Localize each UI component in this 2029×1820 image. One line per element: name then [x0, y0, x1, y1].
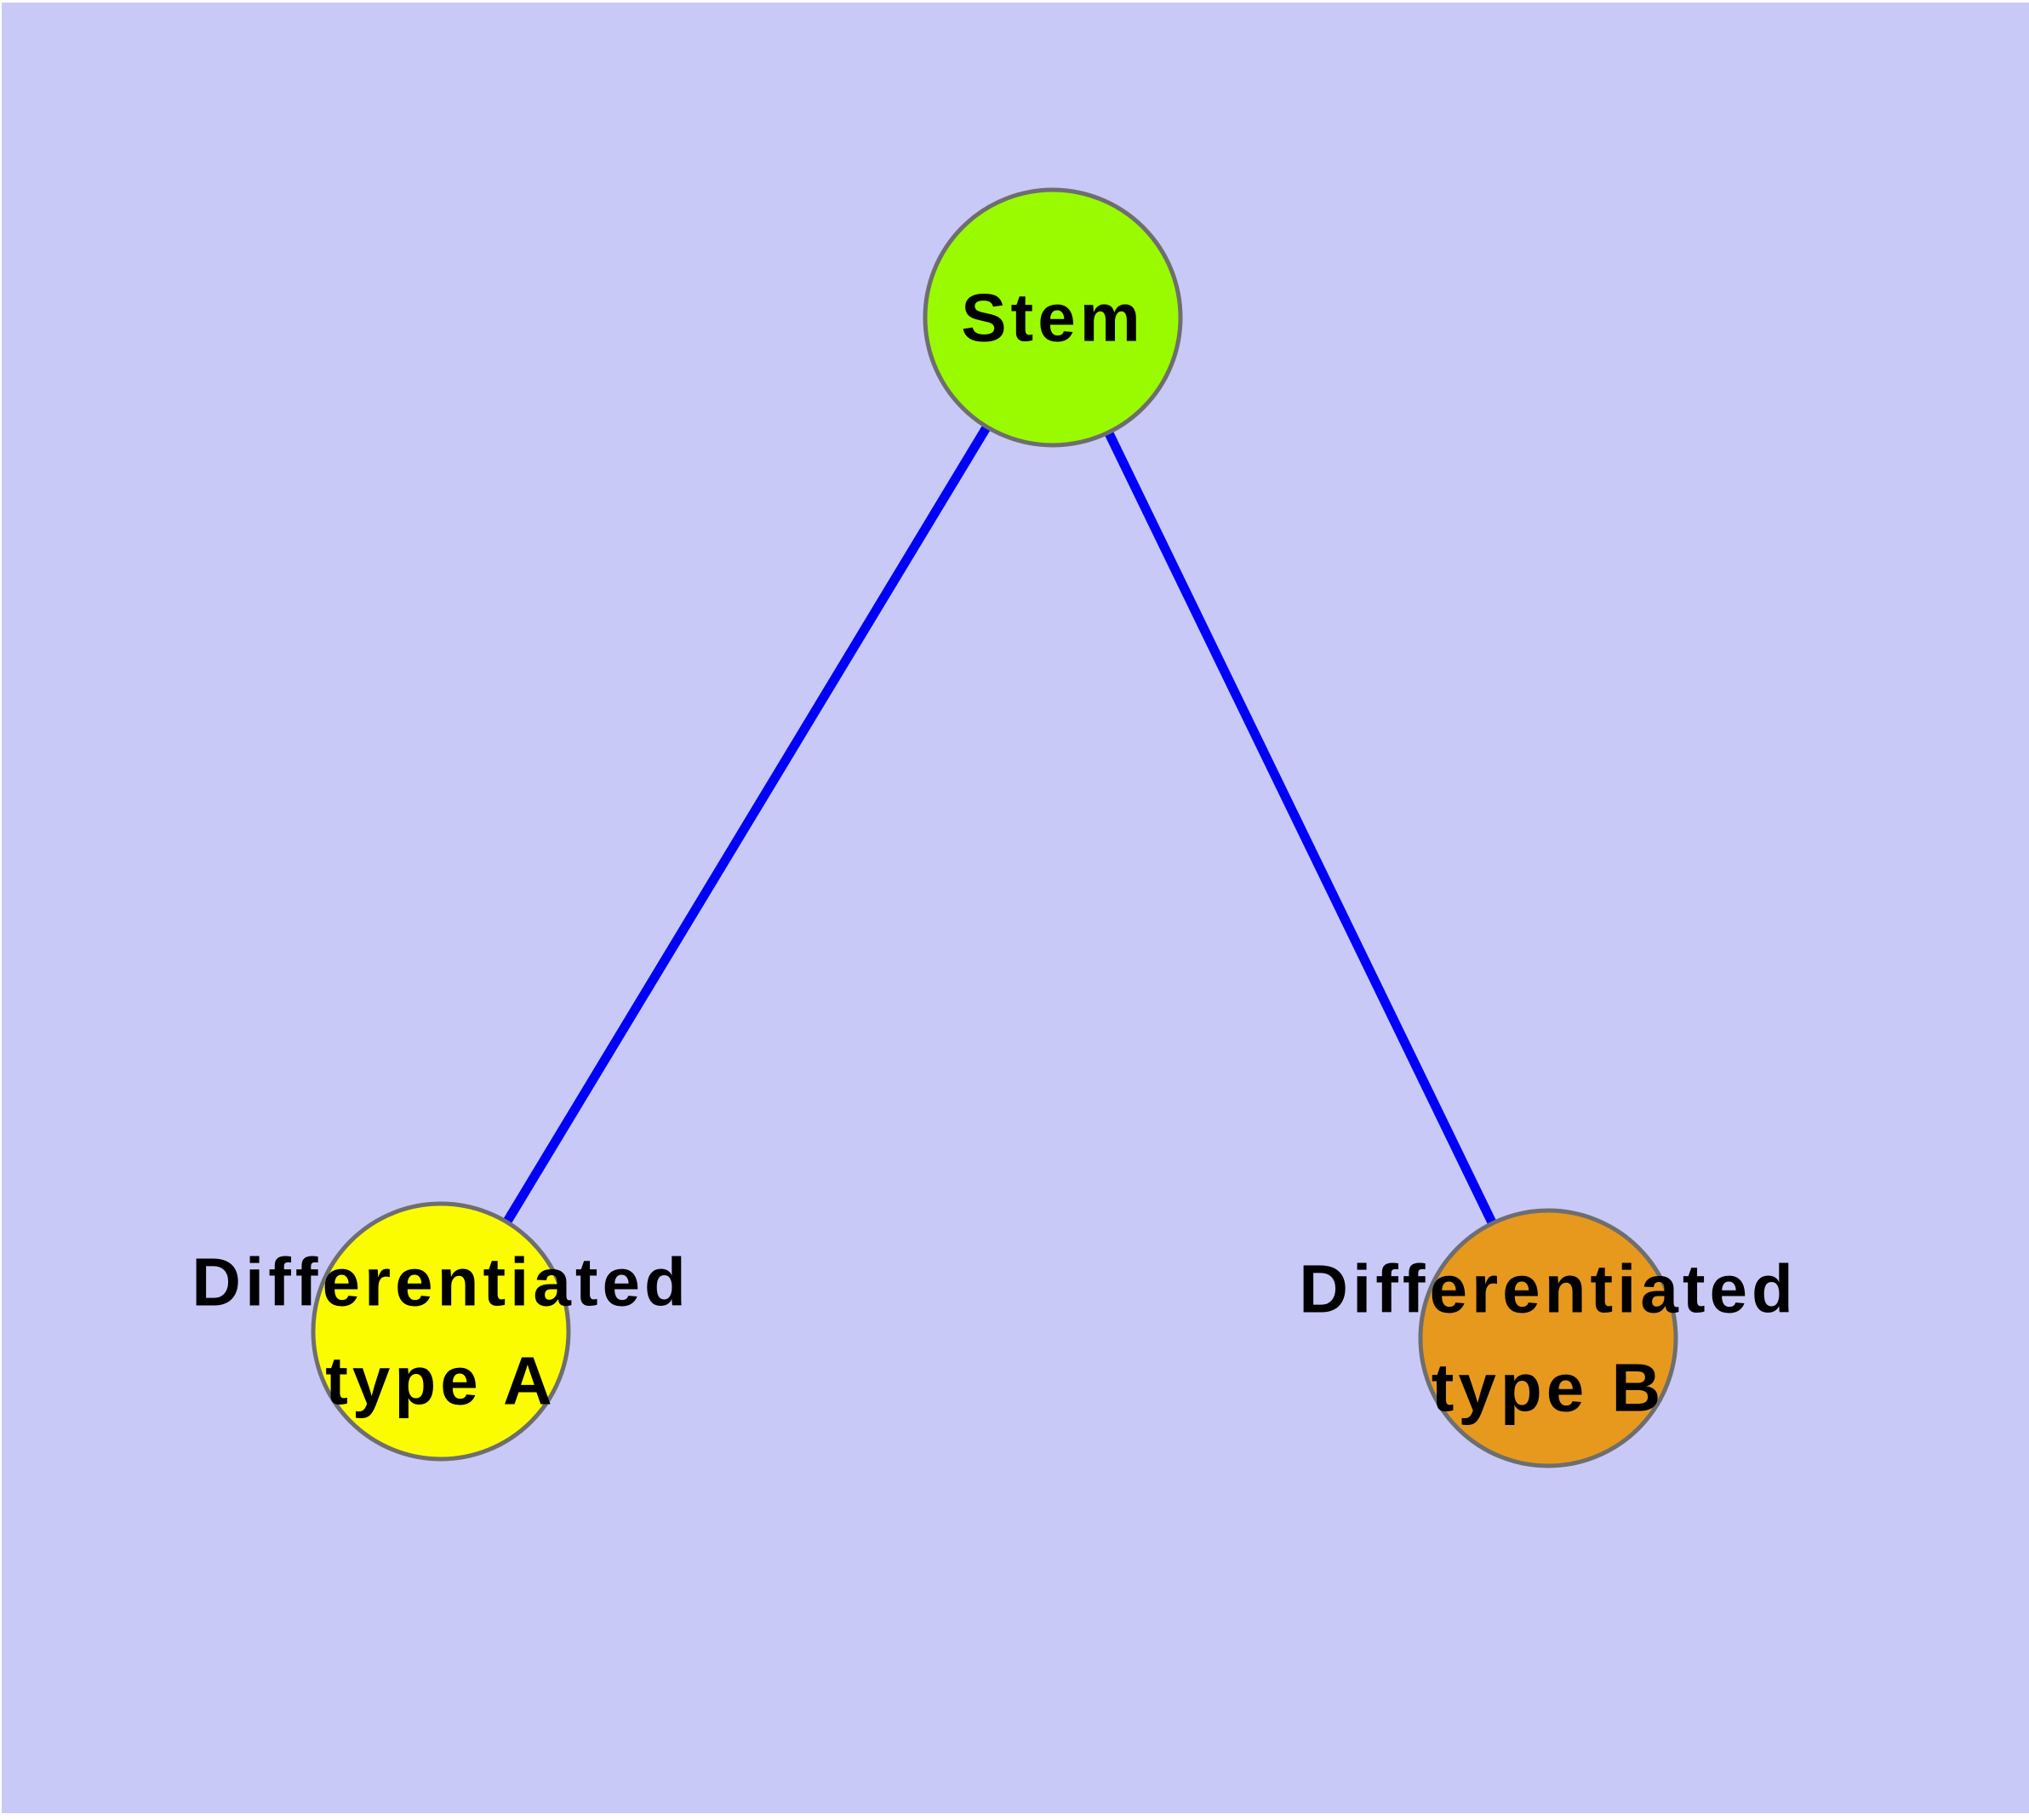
edge-stem-to-type-b — [1049, 315, 1552, 1341]
edge-stem-to-type-a — [437, 315, 1057, 1334]
node-type-a: Differentiated type A — [191, 1201, 690, 1462]
node-type-b-circle — [1418, 1208, 1678, 1468]
node-type-a-circle — [311, 1201, 571, 1462]
node-type-b: Differentiated type B — [1299, 1208, 1798, 1468]
node-type-a-label-line1: Differentiated — [191, 1245, 690, 1320]
node-stem-circle — [923, 187, 1183, 448]
edge-group — [437, 315, 1552, 1341]
node-type-a-label-line2: type A — [325, 1343, 557, 1419]
node-type-b-label-line1: Differentiated — [1299, 1251, 1798, 1327]
node-stem-label: Stem — [961, 280, 1145, 356]
node-type-b-label-line2: type B — [1432, 1350, 1666, 1426]
node-stem: Stem — [923, 187, 1183, 448]
